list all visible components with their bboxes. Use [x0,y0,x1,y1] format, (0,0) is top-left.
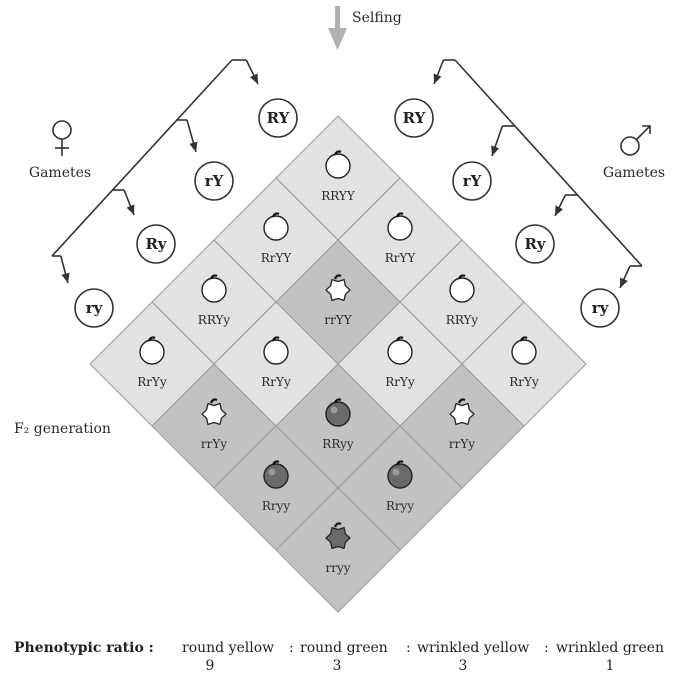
genotype-label: rrYy [201,437,227,451]
round-yellow-seed-icon [139,336,165,365]
round-yellow-seed-icon [201,274,227,303]
genotype-label: RRyy [322,437,354,451]
wrinkled-yellow-seed-icon [325,274,351,302]
round-yellow-seed-icon [449,274,475,303]
ratio-category-round-green: round green [300,640,388,656]
ratio-category-wrinkled-green: wrinkled green [556,640,665,656]
svg-text:rY: rY [463,172,482,190]
genotype-label: rrYy [449,437,475,451]
wrinkled-green-seed-icon [325,522,351,550]
male-gametes-label: Gametes [603,165,665,181]
genotype-label: RrYY [385,251,417,265]
svg-text:Ry: Ry [146,235,168,253]
phenotypic-ratio-title: Phenotypic ratio : [14,640,154,656]
round-green-seed-icon [387,460,413,489]
svg-text:Ry: Ry [525,235,547,253]
genotype-label: RrYy [261,375,291,389]
svg-text:RY: RY [403,109,426,127]
genotype-label: RRYy [198,313,231,327]
selfing-label: Selfing [352,10,402,26]
male-gamete-RY: RY [394,98,434,138]
wrinkled-yellow-seed-icon [449,398,475,426]
male-gamete-ry: ry [580,288,620,328]
ratio-category-round-yellow: round yellow [182,640,275,656]
svg-text:RY: RY [267,109,290,127]
ratio-separator: : [406,640,411,656]
svg-text:ry: ry [592,299,610,317]
female-gamete-RY: RY [258,98,298,138]
ratio-value-wrinkled-green: 1 [605,658,615,674]
punnett-cell: rryy [275,487,401,613]
genotype-label: Rryy [386,499,415,513]
genotype-label: RRYY [321,189,356,203]
ratio-separator: : [289,640,294,656]
dihybrid-cross-diagram: Selfing Gametes Gametes F₂ generation RY… [14,6,665,613]
genotype-label: rryy [325,561,350,575]
female-gamete-ry: ry [74,288,114,328]
ratio-separator: : [544,640,549,656]
male-gamete-rY: rY [452,161,492,201]
ratio-value-round-green: 3 [332,658,342,674]
genotype-label: RrYy [509,375,539,389]
round-yellow-seed-icon [511,336,537,365]
round-green-seed-icon [325,398,351,427]
male-gamete-Ry: Ry [515,224,555,264]
round-yellow-seed-icon [325,150,351,179]
svg-text:ry: ry [86,299,104,317]
round-yellow-seed-icon [387,212,413,241]
genotype-label: RrYY [261,251,293,265]
round-green-seed-icon [263,460,289,489]
female-gamete-rY: rY [194,161,234,201]
female-gamete-Ry: Ry [136,224,176,264]
selfing-arrow-icon [328,6,347,50]
round-yellow-seed-icon [387,336,413,365]
svg-text:rY: rY [205,172,224,190]
ratio-value-wrinkled-yellow: 3 [458,658,468,674]
genotype-label: RrYy [137,375,167,389]
female-symbol-icon [52,120,72,156]
wrinkled-yellow-seed-icon [201,398,227,426]
phenotypic-ratio: Phenotypic ratio : round yellow : round … [0,640,677,678]
f2-generation-label: F₂ generation [14,421,111,437]
round-yellow-seed-icon [263,336,289,365]
genotype-label: Rryy [262,499,291,513]
round-yellow-seed-icon [263,212,289,241]
genotype-label: RrYy [385,375,415,389]
male-symbol-icon [620,125,651,156]
female-gametes-label: Gametes [29,165,91,181]
genotype-label: RRYy [446,313,479,327]
genotype-label: rrYY [324,313,352,327]
ratio-value-round-yellow: 9 [205,658,215,674]
ratio-category-wrinkled-yellow: wrinkled yellow [417,640,530,656]
